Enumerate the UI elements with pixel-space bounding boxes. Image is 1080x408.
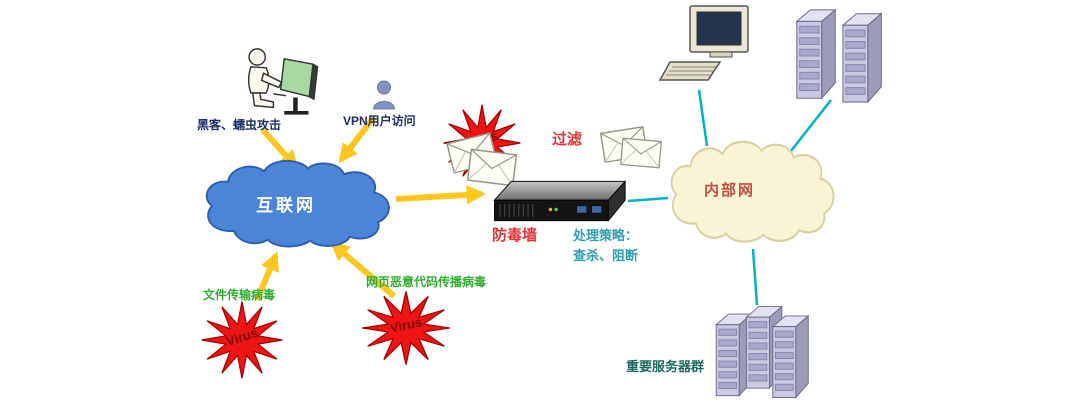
hacker-figure-icon <box>247 48 319 115</box>
vpn-user-icon <box>372 80 396 110</box>
desktop-computer-icon <box>658 5 749 81</box>
firewall-appliance <box>493 180 627 222</box>
file-virus-label: 文件传输病毒 <box>203 288 276 302</box>
policy-heading: 处理策略： <box>573 228 639 243</box>
firewall-label: 防毒墙 <box>492 227 538 244</box>
envelope-icon <box>619 137 663 169</box>
arrow-internet-to-firewall <box>395 185 486 205</box>
virus-burst-web: Virus <box>360 290 452 366</box>
web-virus-label: 网页恶意代码传播病毒 <box>366 275 487 289</box>
server-group-icon <box>715 306 809 399</box>
server-group-label: 重要服务器群 <box>626 359 705 374</box>
hacker-label: 黑客、蠕虫攻击 <box>197 118 282 132</box>
internet-label: 互联网 <box>256 196 316 215</box>
filter-label: 过滤 <box>552 131 583 148</box>
policy-actions: 查杀、阻断 <box>573 248 639 263</box>
server-towers-icon <box>796 9 882 103</box>
link-intranet-to-servergroup <box>751 248 759 306</box>
virus-burst-file: Virus <box>200 300 284 380</box>
vpn-label: VPN用户访问 <box>343 114 416 128</box>
intranet-label: 内部网 <box>704 182 756 199</box>
